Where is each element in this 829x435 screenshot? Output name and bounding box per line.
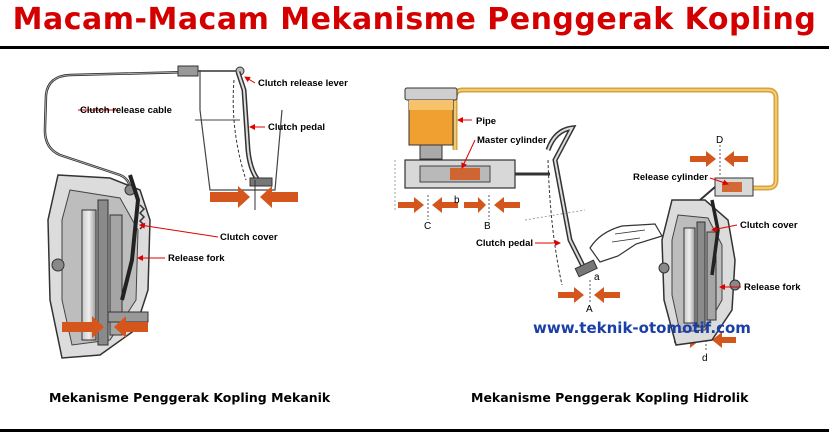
label-master-cylinder: Master cylinder xyxy=(477,135,547,146)
clutch-pedal-hyd xyxy=(548,128,585,270)
pedal-arrow-left xyxy=(210,186,250,208)
fluid-reservoir xyxy=(405,88,457,159)
letter-d-upper: D xyxy=(716,135,723,146)
label-clutch-cover-mech: Clutch cover xyxy=(220,232,278,243)
label-pipe: Pipe xyxy=(476,116,496,127)
hand-pushing xyxy=(590,224,662,262)
label-release-fork-mech: Release fork xyxy=(168,253,225,264)
label-release-fork-hyd: Release fork xyxy=(744,282,801,293)
bottom-divider xyxy=(0,429,829,432)
letter-b-upper: B xyxy=(484,221,491,232)
label-clutch-pedal-hyd: Clutch pedal xyxy=(476,238,533,249)
caption-mechanical: Mekanisme Penggerak Kopling Mekanik xyxy=(49,390,330,405)
label-clutch-pedal-mech: Clutch pedal xyxy=(268,122,325,133)
master-cylinder xyxy=(405,160,550,188)
label-clutch-release-cable: Clutch release cable xyxy=(80,105,172,116)
website-url: www.teknik-otomotif.com xyxy=(533,319,751,337)
letter-a-upper: A xyxy=(586,304,593,315)
label-clutch-release-lever: Clutch release lever xyxy=(258,78,348,89)
label-clutch-cover-hyd: Clutch cover xyxy=(740,220,798,231)
caption-hydraulic: Mekanisme Penggerak Kopling Hidrolik xyxy=(471,390,748,405)
letter-d-lower: d xyxy=(702,353,708,364)
letter-a-lower: a xyxy=(594,272,600,283)
pedal-arrow-right xyxy=(260,186,298,208)
letter-b-lower: b xyxy=(454,195,460,206)
clutch-pedal-arm xyxy=(238,72,258,180)
mechanical-diagram: Clutch release cable Clutch release leve… xyxy=(45,66,348,358)
letter-c-upper: C xyxy=(424,221,431,232)
label-release-cylinder: Release cylinder xyxy=(633,172,708,183)
